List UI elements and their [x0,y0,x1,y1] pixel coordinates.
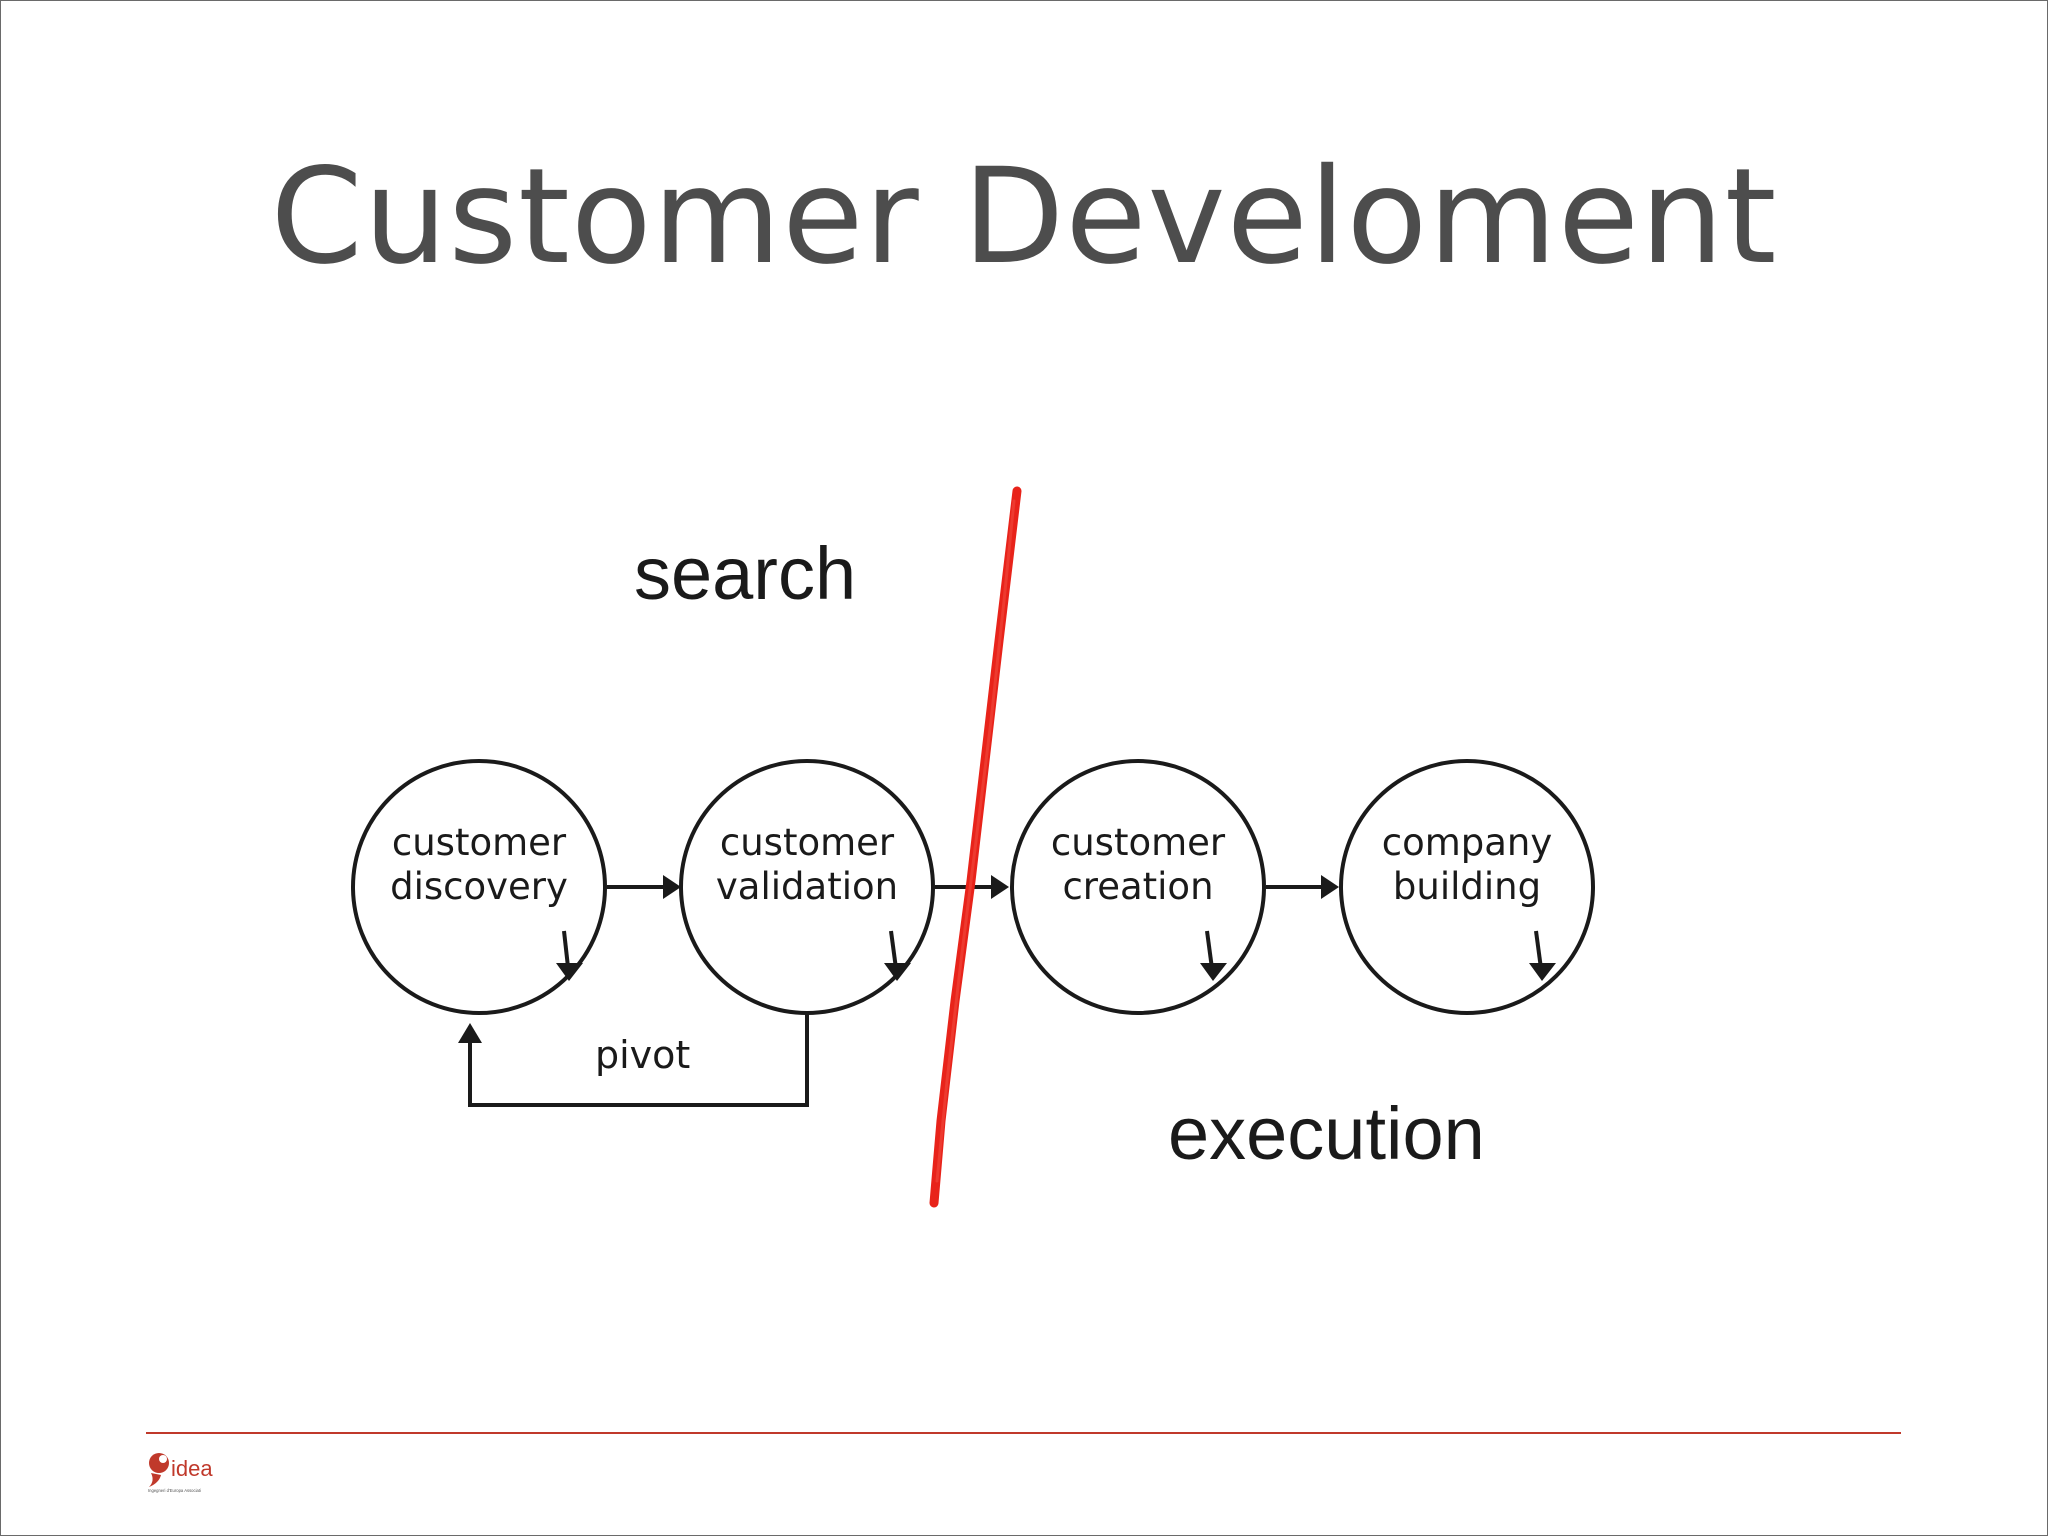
node-label-line1: customer [720,821,895,864]
node-customer-validation: customer validation [679,759,935,1015]
node-label-line2: discovery [390,865,568,908]
idea-logo: idea Ingegneri d'Europa Associati [148,1453,213,1493]
node-circle [1339,759,1595,1015]
loop-arrow-head [556,963,583,981]
idea-logo-mark [149,1453,169,1487]
node-label-line2: building [1393,865,1541,908]
loop-arrow-head [1529,963,1556,981]
execution-phase-label: execution [1168,1092,1485,1175]
node-circle [1010,759,1266,1015]
pivot-loop: pivot [458,1014,809,1107]
arrow-creation-to-building [1266,875,1339,899]
loop-arrow-head [1200,963,1227,981]
node-label-line2: creation [1062,865,1213,908]
node-label-line1: customer [1051,821,1226,864]
logo-tagline: Ingegneri d'Europa Associati [148,1488,201,1493]
search-phase-label: search [634,532,856,615]
footer-divider [146,1432,1901,1434]
logo-wordmark: idea [171,1456,213,1481]
pivot-connector [468,1014,809,1107]
arrow-discovery-to-validation [607,875,681,899]
slide-title: Customer Develoment [270,140,1778,294]
pivot-label: pivot [595,1033,690,1077]
node-circle [679,759,935,1015]
node-circle [351,759,607,1015]
search-execution-divider [929,486,1022,1208]
pivot-arrow-head [458,1023,482,1043]
node-customer-creation: customer creation [1010,759,1266,1015]
node-label-line1: company [1382,821,1553,864]
node-company-building: company building [1339,759,1595,1015]
node-customer-discovery: customer discovery [351,759,607,1015]
node-label-line2: validation [716,865,898,908]
loop-arrow-head [884,963,911,981]
node-label-line1: customer [392,821,567,864]
